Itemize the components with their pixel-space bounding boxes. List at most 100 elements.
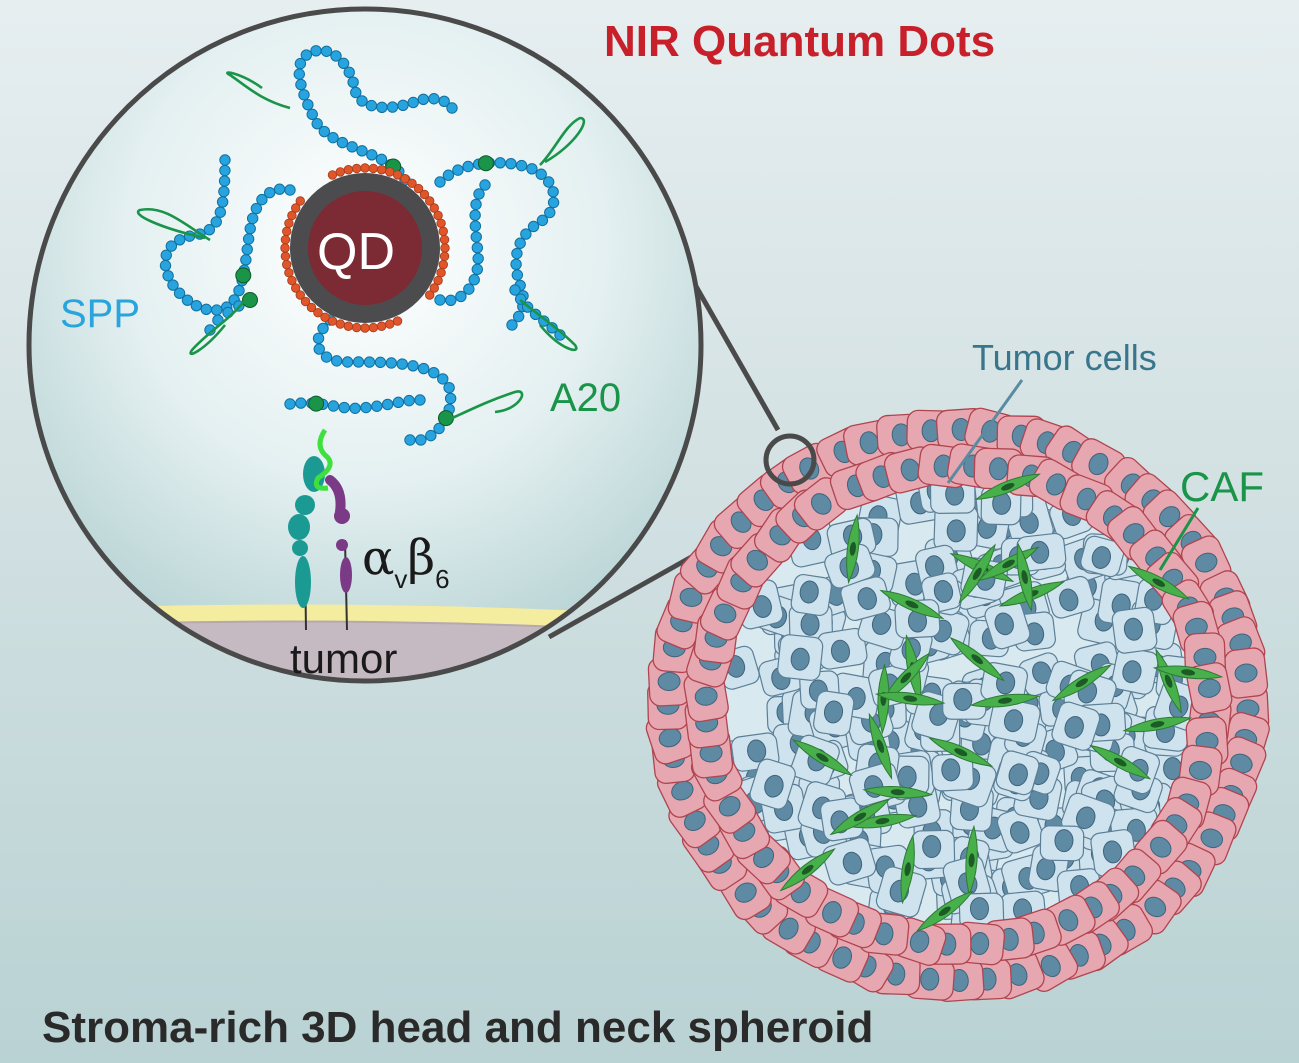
tumor-cell [777, 634, 824, 681]
tumor-label: tumor [290, 635, 398, 682]
tumor-cell [929, 478, 976, 514]
integrin-label: αvβ6 [362, 534, 450, 592]
caf-label: CAF [1180, 463, 1264, 510]
tumor-cell [911, 829, 956, 870]
nucleus [969, 897, 989, 921]
nucleus [857, 587, 877, 610]
nucleus [1200, 828, 1224, 849]
nucleus [1008, 763, 1028, 787]
caf-cell [868, 712, 893, 780]
nucleus [816, 753, 829, 762]
nucleus [1144, 896, 1167, 918]
nucleus [1123, 617, 1143, 641]
figure-caption: Stroma-rich 3D head and neck spheroid [42, 1003, 874, 1052]
tumor-cell [933, 504, 979, 552]
tumor-cell [1046, 575, 1095, 619]
nucleus [1188, 760, 1212, 780]
integrin-beta: β [407, 530, 436, 586]
qd-label: QD [317, 223, 395, 281]
nucleus [909, 930, 930, 953]
nucleus [1059, 588, 1079, 612]
nucleus [679, 587, 703, 607]
caf-cell [846, 513, 860, 585]
nucleus [1091, 546, 1111, 569]
integrin-alpha-sub: v [394, 564, 408, 594]
nucleus [800, 612, 820, 636]
tumor-cell [1039, 825, 1085, 862]
nucleus [903, 695, 918, 702]
nucleus [897, 765, 917, 789]
spp-chain [434, 179, 491, 306]
nucleus [849, 541, 856, 556]
nucleus [998, 697, 1012, 704]
nucleus [752, 595, 772, 618]
nucleus [968, 853, 975, 868]
nucleus [790, 647, 810, 671]
nucleus [1075, 678, 1088, 688]
pointer-lines [946, 379, 1200, 571]
stroma-cell [1223, 647, 1269, 699]
caf-cell [900, 834, 915, 905]
nucleus [972, 567, 982, 580]
caf-cell [974, 473, 1041, 500]
caf-cell [1089, 744, 1152, 780]
nucleus [1010, 821, 1030, 844]
tumor-cells-label: Tumor cells [972, 337, 1157, 378]
caf-cell [949, 636, 1005, 682]
spp-chain [226, 45, 458, 186]
nucleus [953, 687, 973, 711]
caf-cell [1016, 542, 1033, 612]
a20-anchor [308, 395, 325, 412]
nucleus [1064, 716, 1084, 739]
nucleus [938, 906, 951, 917]
nucleus [822, 901, 842, 924]
zoom-circle [763, 433, 817, 487]
nucleus [1002, 559, 1015, 569]
figure-title: NIR Quantum Dots [604, 17, 996, 66]
nucleus [764, 774, 784, 798]
a20-peptide [447, 390, 524, 422]
nucleus [1152, 578, 1166, 587]
caf-cell [879, 589, 945, 620]
nucleus [1088, 452, 1109, 476]
a20-peptide [519, 298, 578, 352]
nucleus [1113, 757, 1127, 767]
nucleus [1001, 482, 1015, 491]
nucleus [832, 946, 853, 969]
tumor-cell [1111, 646, 1159, 695]
spp-chains [136, 45, 586, 446]
nucleus [746, 549, 768, 571]
a20-anchor [242, 292, 258, 308]
tumor-cell [1051, 701, 1101, 751]
nucleus [1164, 674, 1173, 688]
a20-peptide [226, 71, 291, 110]
tumor-cell [816, 627, 868, 670]
tumor-cell [822, 837, 877, 886]
tumor-cell [1111, 606, 1158, 654]
integrin-receptor [288, 428, 352, 631]
caf-cell [1152, 665, 1224, 680]
caf-cell [928, 737, 994, 767]
spp-chain [284, 394, 426, 414]
nucleus [1234, 663, 1258, 683]
nucleus [1122, 660, 1142, 684]
integrin-beta-sub: 6 [435, 564, 450, 594]
nucleus [853, 812, 867, 822]
caf-cell [958, 543, 996, 605]
nucleus [801, 864, 814, 875]
nucleus [1181, 669, 1196, 676]
nucleus [971, 654, 983, 665]
quantum-dot [280, 163, 450, 333]
nucleus [1058, 909, 1079, 932]
nucleus [1032, 661, 1052, 684]
caf-cell [1122, 716, 1193, 733]
caf-cell [829, 798, 891, 836]
tumor-cell [942, 682, 987, 720]
nucleus [1150, 836, 1172, 858]
caf-cell [791, 739, 853, 776]
nucleus [875, 817, 890, 825]
caf-cell [915, 890, 974, 932]
a20-peptide [189, 299, 247, 356]
tumor-cell [958, 892, 1005, 930]
